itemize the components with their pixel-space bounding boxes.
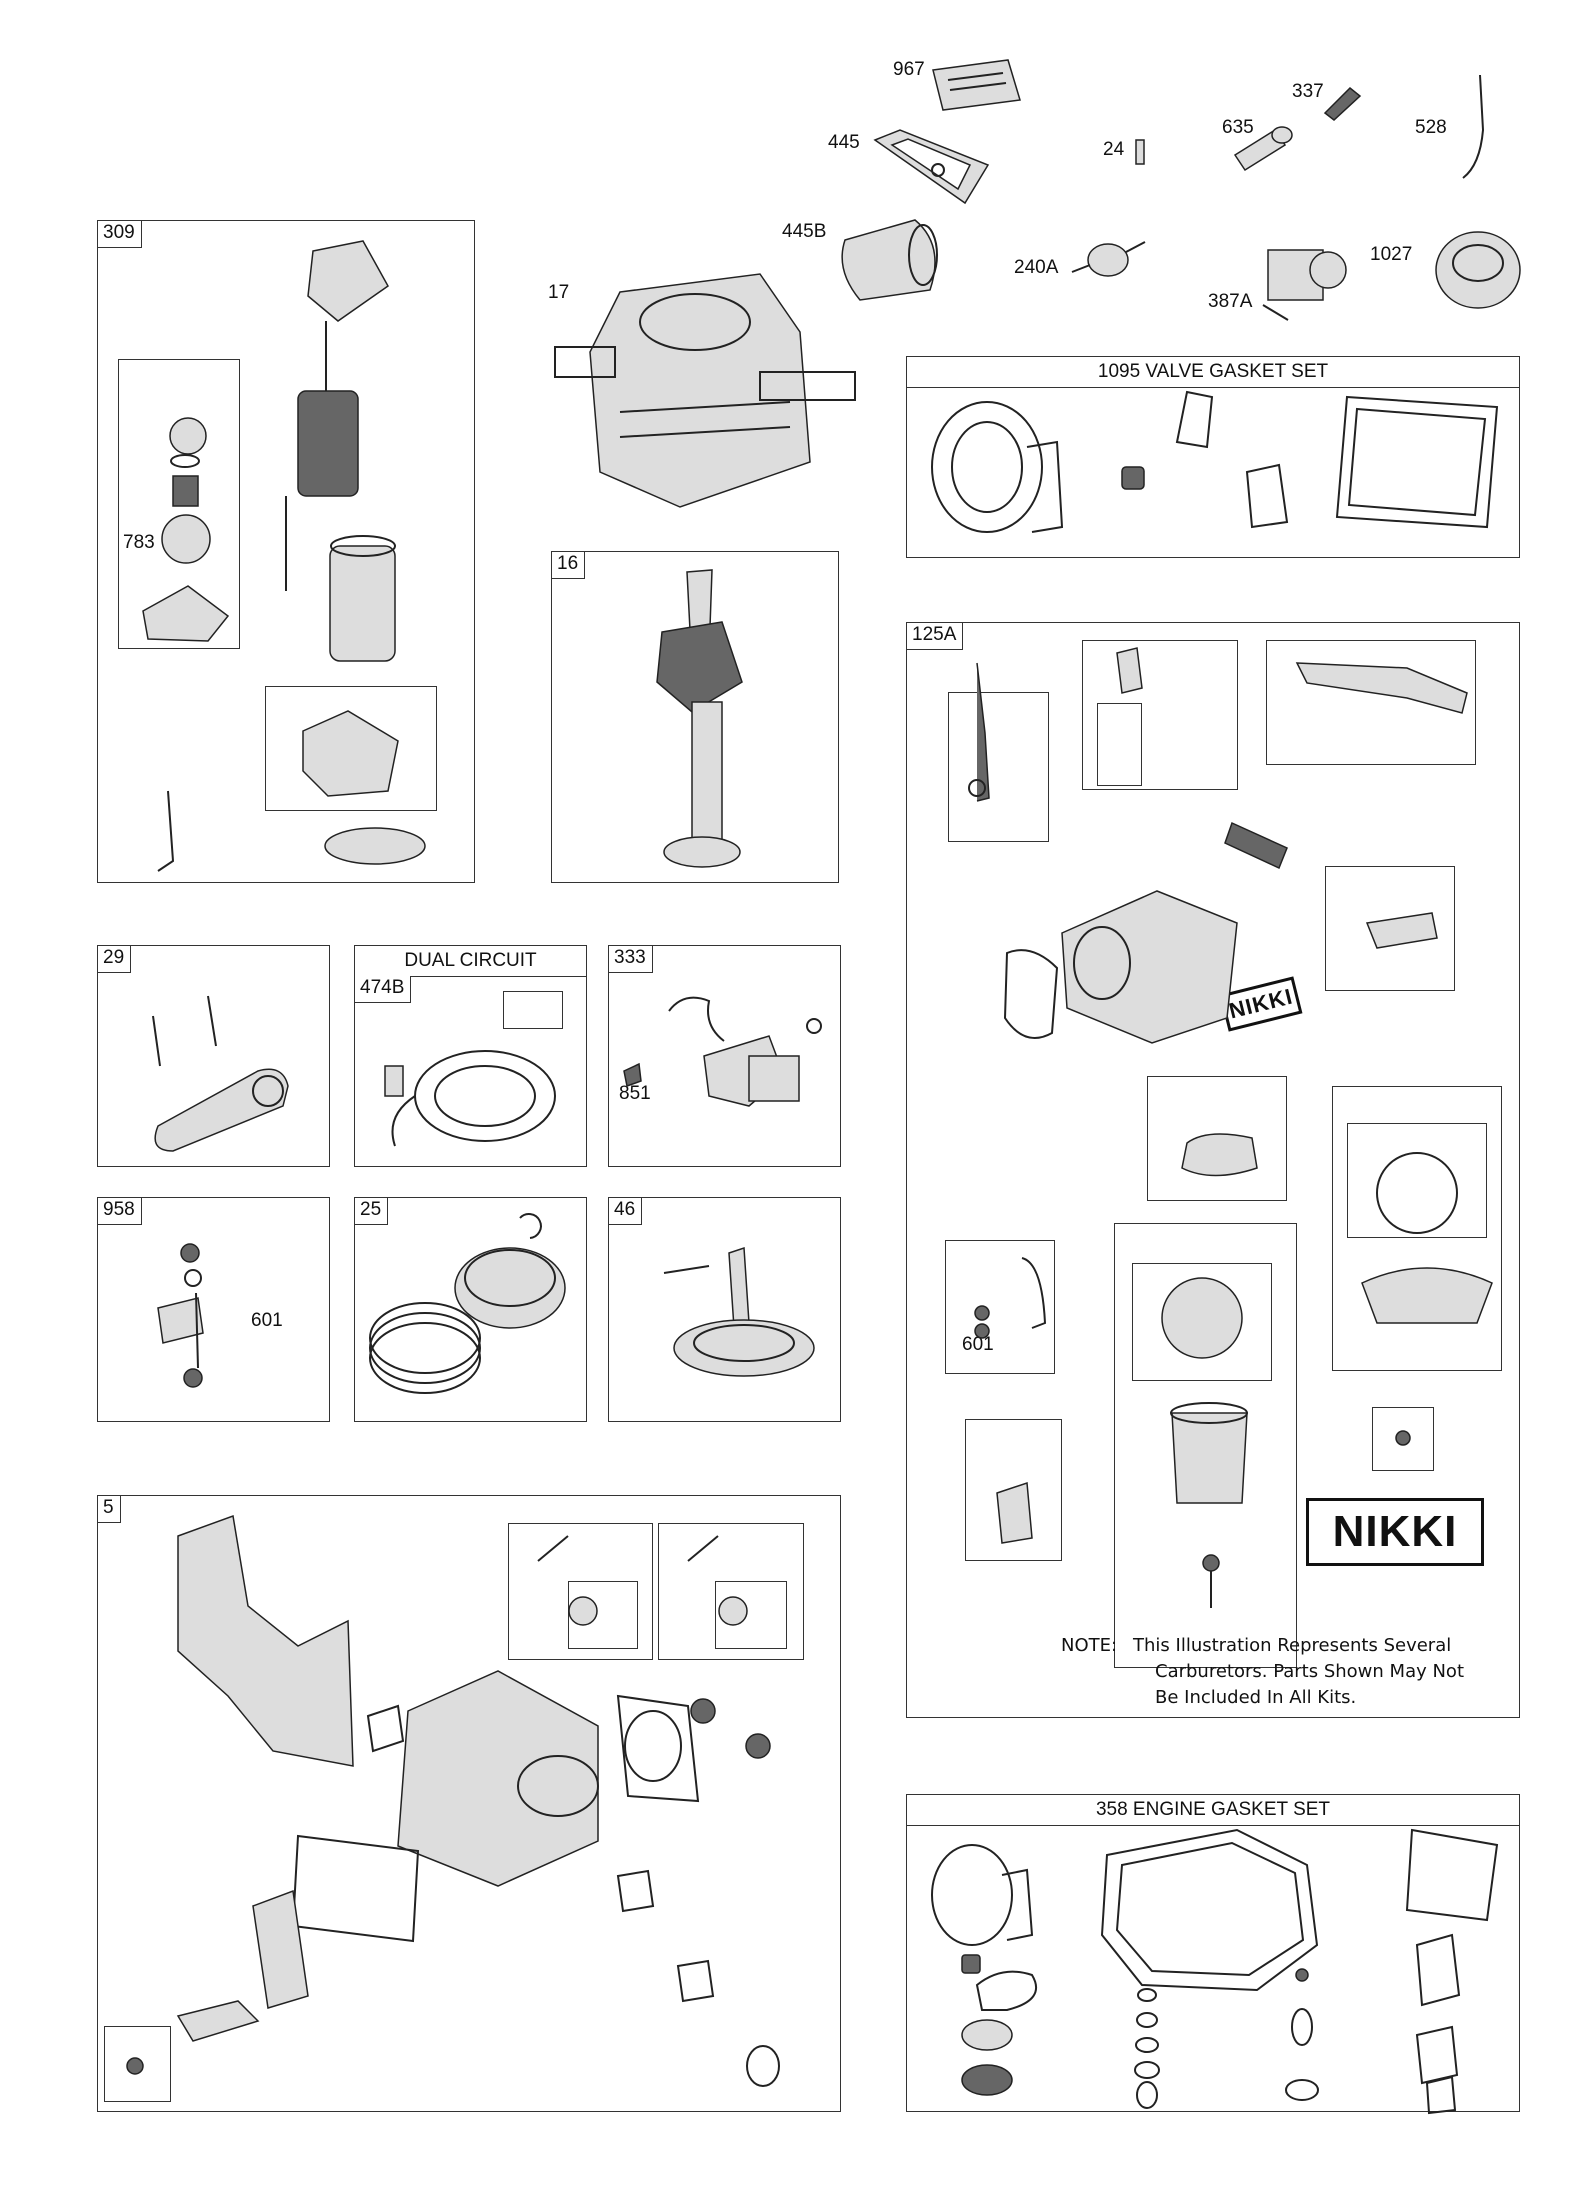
alternator-stator-drawing [384,1050,556,1147]
sub-box-alternator-screws [503,991,563,1029]
panel-crankshaft-16: 16 [551,551,839,883]
part-label-635: 635 [1222,117,1254,138]
note-line-2: Carburetors. Parts Shown May Not [1155,1661,1465,1682]
fitting-635-drawing [1233,126,1293,172]
pre-cleaner-445b-drawing [841,219,938,301]
panel-id-5: 5 [98,1496,121,1523]
panel-id-333: 333 [609,946,653,973]
part-label-528: 528 [1415,117,1447,138]
panel-engine-gasket-358: 358 ENGINE GASKET SET [906,1794,1520,2115]
panel-fuel-line-958: 958 601 [97,1197,330,1422]
panel-starter-309: 309 783 [97,220,475,883]
sub-box-diaphragm [1347,1123,1487,1238]
sub-box-exhaust-valve-seal [715,1581,787,1649]
panel-camshaft-46: 46 [608,1197,841,1422]
fuel-pump-387a-drawing [1262,249,1347,321]
note-line-3: Be Included In All Kits. [1155,1687,1357,1708]
connecting-rod-drawing [152,995,289,1152]
sub-box-fuel-line-601 [945,1240,1055,1374]
panel-id-309: 309 [98,221,142,248]
note-line-1: This Illustration Represents Several [1133,1635,1452,1656]
engine-block-17-drawing [554,273,856,508]
camshaft-gear-drawing [663,1246,815,1377]
carb-part-label-601: 601 [962,1334,994,1355]
oil-filter-1027-drawing [1435,231,1521,309]
part-label-851: 851 [619,1083,651,1104]
nikki-brand-label-large: NIKKI [1306,1498,1484,1566]
engine-gasket-set-title: 358 ENGINE GASKET SET [907,1795,1519,1826]
fuel-filter-240a-drawing [1071,241,1146,277]
key-24-drawing [1135,139,1145,165]
decal-967-drawing [932,59,1021,111]
sub-box-bushing [1097,703,1142,786]
hose-528-drawing [1462,74,1485,179]
dual-circuit-header: DUAL CIRCUIT [355,946,586,977]
panel-ignition-333: 333 851 [608,945,841,1167]
piston-rings-drawing [369,1213,566,1394]
starter-motor-drawing [142,240,426,872]
spark-plug-337-drawing [1323,86,1362,121]
sub-box-choke-shaft [948,692,1049,842]
cylinder-head-drawing [126,1514,780,2087]
air-filter-445-drawing [873,129,990,205]
panel-id-29: 29 [98,946,132,973]
part-label-445b: 445B [782,221,827,242]
panel-valve-gasket-1095: 1095 VALVE GASKET SET [906,356,1520,558]
panel-id-46: 46 [609,1198,643,1225]
part-label-337: 337 [1292,81,1324,102]
part-label-783: 783 [123,532,155,553]
valve-gasket-set-title: 1095 VALVE GASKET SET [907,357,1519,388]
carburetor-drawing [968,647,1493,1608]
fuel-shutoff-valve-drawing [157,1243,204,1388]
part-label-17: 17 [548,282,570,303]
panel-id-16: 16 [552,552,586,579]
panel-cylinder-head-5: 5 [97,1495,841,2112]
panel-id-125a: 125A [907,623,964,650]
panel-piston-25: 25 [354,1197,587,1422]
panel-connecting-rod-29: 29 [97,945,330,1167]
panel-id-958: 958 [98,1198,142,1225]
valve-gasket-set-drawing [931,390,1499,533]
ignition-coil-drawing [623,996,822,1107]
panel-alternator-474b: DUAL CIRCUIT 474B [354,945,587,1167]
part-label-601: 601 [251,1310,283,1331]
part-label-445: 445 [828,132,860,153]
panel-id-25: 25 [355,1198,389,1225]
panel-id-474b: 474B [355,976,412,1003]
part-label-967: 967 [893,59,925,80]
note-prefix: NOTE: [1061,1635,1118,1656]
part-label-24: 24 [1103,139,1125,160]
part-label-240a: 240A [1014,257,1059,278]
engine-gasket-set-drawing [931,1828,1499,2115]
crankshaft-drawing [656,569,743,868]
part-label-387a: 387A [1208,291,1253,312]
part-label-1027: 1027 [1370,244,1413,265]
panel-carburetor-125a: 125A 601 NIKKI NIKKI NOTE: This Illust [906,622,1520,1718]
